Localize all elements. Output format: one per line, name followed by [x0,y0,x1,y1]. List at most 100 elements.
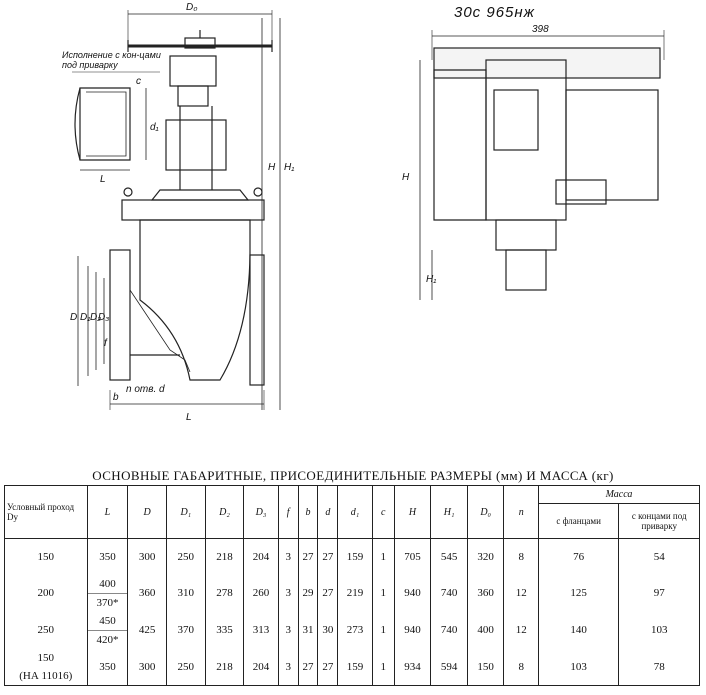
dim-H-label: H [402,172,410,183]
cell-D2: 218 [204,538,245,575]
table-row: 150 (НА 11016) 350 300 250 218 204 3 27 … [4,648,700,686]
dim-D1-label: D₁ [80,312,90,323]
cell-H: 934 [393,648,432,686]
cell-dy: 250 [4,611,88,649]
cell-D: 300 [127,648,167,686]
cell-dy: 150 [4,538,88,575]
header-D0: D₀ [466,485,505,539]
cell-D1: 250 [165,648,206,686]
cell-dy: 200 [4,574,88,612]
cell-D: 300 [127,538,167,575]
header-H: H [393,485,432,539]
cell-dy-note: (НА 11016) [19,669,73,682]
dim-D0-label: D₀ [186,2,197,13]
dim-D2-label: D₂ [90,312,101,323]
valve-drawing: D₀ 398 H H₁ H H₁ L L D D₁ D₂ D₃ d₁ b f n… [62,2,665,423]
cell-D0: 360 [466,574,505,612]
model-code: 30с 965нж [454,4,535,21]
header-mass-weld: с концами под приварку [618,503,700,539]
cell-D0: 400 [466,611,505,649]
header-b: b [297,485,319,539]
header-mass: Масса [537,485,701,504]
cell-D: 360 [127,574,167,612]
cell-f: 3 [277,574,299,612]
cell-dy-main: 150 [37,651,55,664]
cell-n: 12 [503,574,539,612]
cell-H: 940 [393,611,432,649]
cell-b: 27 [297,648,319,686]
cell-c: 1 [371,611,395,649]
header-D2: D₂ [204,485,245,539]
cell-L-alt: 370* [87,592,128,612]
cell-mass-flange: 103 [537,648,620,686]
header-dy: Условный проход Dу [4,485,88,539]
cell-d1: 273 [337,611,373,649]
dim-b-label: b [113,392,119,403]
cell-d: 27 [317,574,339,612]
cell-D2: 335 [204,611,245,649]
cell-mass-weld: 54 [618,538,700,575]
cell-d: 30 [317,611,339,649]
cell-D3: 204 [243,538,279,575]
cell-mass-weld: 97 [618,574,700,612]
cell-L: 350 [86,648,129,686]
cell-D3: 204 [243,648,279,686]
cell-H: 940 [393,574,432,612]
dim-L-label: L [186,412,192,423]
cell-H1: 594 [430,648,468,686]
cell-c: 1 [371,574,395,612]
table-title: ОСНОВНЫЕ ГАБАРИТНЫЕ, ПРИСОЕДИНИТЕЛЬНЫЕ Р… [92,468,614,483]
dim-f-label: f [104,338,108,349]
cell-L-alt: 420* [87,629,128,649]
cell-L: 350 [86,538,129,575]
dim-H-side-label: H [268,162,276,173]
cell-f: 3 [277,538,299,575]
cell-d1: 219 [337,574,373,612]
cell-f: 3 [277,611,299,649]
dim-d1-label: d₁ [150,122,159,133]
header-c: c [371,485,395,539]
cell-d: 27 [317,538,339,575]
header-L: L [86,485,129,539]
cell-n: 8 [503,538,539,575]
cell-dy: 150 (НА 11016) [4,648,88,686]
dim-n-otv-label: n отв. d [126,384,165,395]
cell-L: 400 370* [86,574,129,612]
header-D1: D₁ [165,485,206,539]
table-row: 200 400 370* 360 310 278 260 3 29 27 219… [4,574,700,612]
cell-n: 12 [503,611,539,649]
cell-L: 450 420* [86,611,129,649]
table-row: 150 350 300 250 218 204 3 27 27 159 1 70… [4,538,700,575]
header-f: f [277,485,299,539]
dim-L-inset-label: L [100,174,106,185]
cell-H1: 740 [430,574,468,612]
cell-f: 3 [277,648,299,686]
header-D: D [127,485,167,539]
cell-c: 1 [371,538,395,575]
weld-end-note: Исполнение с кон-цами под приварку [62,50,161,70]
header-d: d [317,485,339,539]
cell-b: 29 [297,574,319,612]
dim-398-label: 398 [532,24,549,35]
cell-mass-flange: 140 [537,611,620,649]
header-d1: d₁ [337,485,373,539]
header-mass-flange: с фланцами [537,503,620,539]
dim-D3-label: D₃ [98,312,109,323]
cell-d1: 159 [337,648,373,686]
cell-c: 1 [371,648,395,686]
cell-L-main: 400 [99,577,116,590]
cell-H1: 740 [430,611,468,649]
cell-L-main: 450 [99,614,116,627]
cell-mass-flange: 76 [537,538,620,575]
cell-D1: 370 [165,611,206,649]
cell-b: 27 [297,538,319,575]
cell-D: 425 [127,611,167,649]
dim-H1-label: H₁ [426,274,436,285]
cell-D2: 278 [204,574,245,612]
cell-D3: 260 [243,574,279,612]
header-D3: D₃ [243,485,279,539]
header-n: n [503,485,539,539]
dimensions-table: Условный проход Dу L D D₁ D₂ D₃ f b d d₁… [4,485,701,686]
cell-D0: 320 [466,538,505,575]
dim-H1-side-label: H₁ [284,162,294,173]
